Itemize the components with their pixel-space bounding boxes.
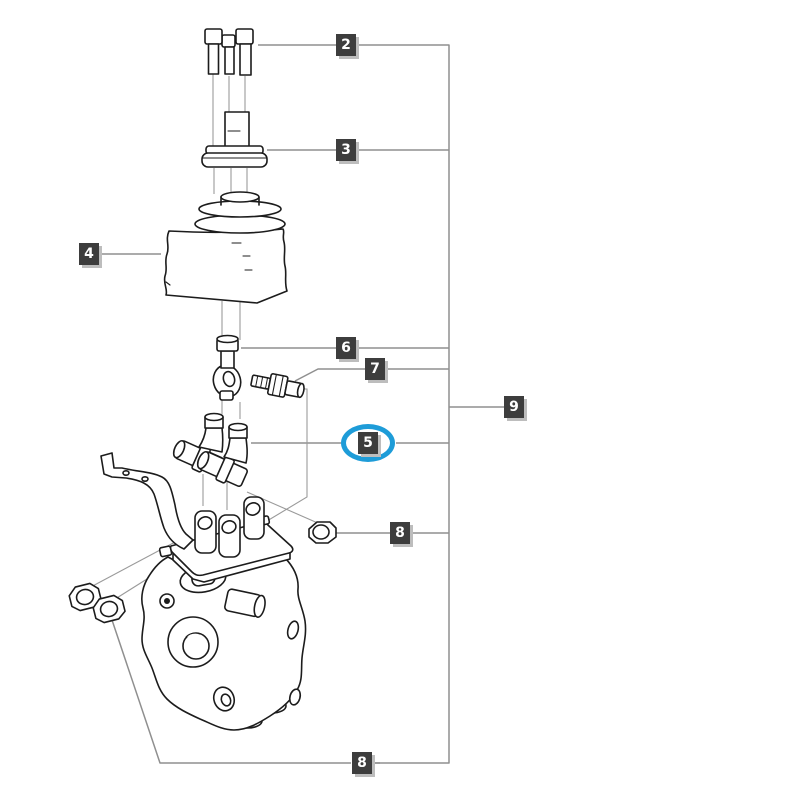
- link-rod: [212, 334, 242, 401]
- part-label-5[interactable]: 5: [358, 432, 378, 454]
- leader-lines: [99, 44, 504, 764]
- hex-nuts-pair: [68, 582, 126, 624]
- part-label-2[interactable]: 2: [336, 34, 356, 56]
- part-label-8-right[interactable]: 8: [390, 522, 410, 544]
- cap-assembly: [201, 111, 268, 168]
- valve-body: [141, 556, 307, 731]
- lever-arm: [100, 452, 194, 550]
- elbow-fittings: [172, 412, 249, 488]
- stud: [250, 373, 305, 399]
- clevis-posts: [194, 496, 265, 558]
- part-label-7[interactable]: 7: [365, 358, 385, 380]
- bolts-group: [204, 28, 254, 76]
- part-label-6[interactable]: 6: [336, 337, 356, 359]
- part-label-9[interactable]: 9: [504, 396, 524, 418]
- part-label-4[interactable]: 4: [79, 243, 99, 265]
- part-label-3[interactable]: 3: [336, 139, 356, 161]
- boot: [163, 191, 288, 304]
- hex-nut-single: [308, 521, 337, 544]
- part-label-8-bottom[interactable]: 8: [352, 752, 372, 774]
